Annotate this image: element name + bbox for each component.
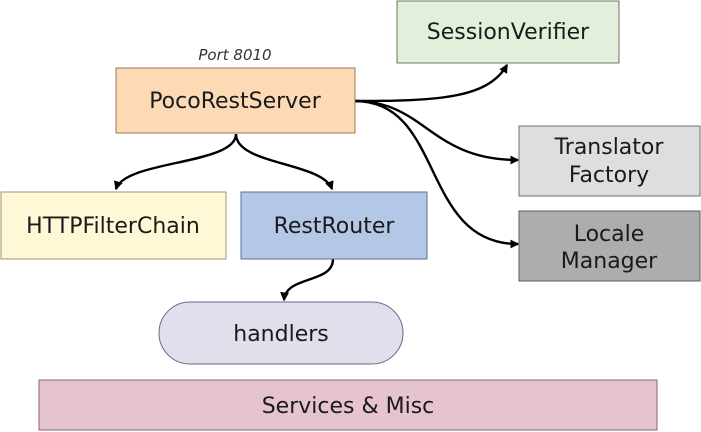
node-http-filter-chain[interactable]: HTTPFilterChain [0, 191, 227, 260]
translator-factory-box [518, 125, 701, 197]
translator-factory-label-line2: Factory [569, 163, 649, 188]
node-poco-rest-server[interactable]: PocoRestServer [115, 67, 356, 134]
port-caption: Port 8010 [198, 46, 271, 64]
rest-router-label: RestRouter [274, 214, 396, 239]
edge-server-to-sessionverifier [354, 63, 509, 103]
http-filter-chain-box [0, 191, 227, 260]
poco-rest-server-label: PocoRestServer [149, 89, 322, 114]
translator-factory-label-line1: Translator [554, 135, 665, 160]
http-filter-chain-label: HTTPFilterChain [26, 214, 200, 239]
edge-server-to-restrouter [234, 133, 334, 191]
edge-server-to-translatorfactory [354, 99, 520, 165]
handlers-label: handlers [233, 322, 329, 347]
rest-router-box [240, 191, 428, 260]
poco-rest-server-box [115, 67, 356, 134]
edge-restrouter-to-handlers [280, 258, 335, 302]
node-session-verifier[interactable]: SessionVerifier [396, 0, 620, 64]
node-rest-router[interactable]: RestRouter [240, 191, 428, 260]
locale-manager-label-line1: Locale [574, 222, 645, 247]
locale-manager-label-line2: Manager [561, 249, 658, 274]
edges [114, 63, 520, 302]
services-misc-label: Services & Misc [262, 394, 435, 419]
locale-manager-box [518, 210, 701, 282]
services-misc-box [38, 379, 658, 431]
node-translator-factory[interactable]: Translator Factory [518, 125, 701, 197]
session-verifier-label: SessionVerifier [427, 20, 590, 45]
session-verifier-box [396, 0, 620, 64]
node-handlers[interactable]: handlers [158, 301, 404, 365]
handlers-pill [158, 301, 404, 365]
node-locale-manager[interactable]: Locale Manager [518, 210, 701, 282]
edge-server-to-localemanager [354, 99, 520, 249]
node-services-misc[interactable]: Services & Misc [38, 379, 658, 431]
edge-server-to-httpfilterchain [114, 133, 238, 191]
